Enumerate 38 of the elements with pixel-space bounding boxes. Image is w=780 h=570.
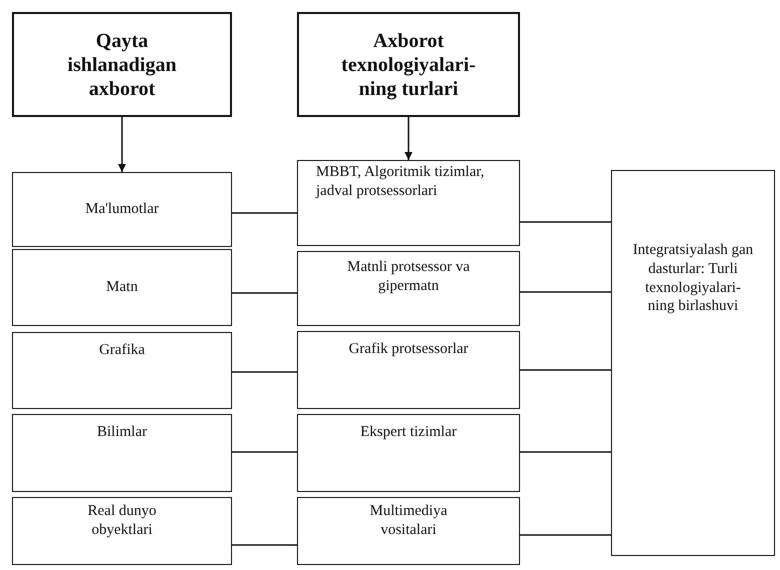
header-text: Axborot texnologiyalari- ning turlari [340, 28, 477, 100]
box-label: Grafik protsessorlar [348, 340, 470, 359]
connector-line [232, 544, 297, 546]
header-box [12, 12, 232, 117]
connector-line [520, 369, 611, 371]
box-label: Matn [105, 278, 139, 297]
header-text: Qayta ishlanadigan axborot [66, 28, 178, 100]
box-label: Ma'lumotlar [84, 200, 160, 219]
category-box [297, 160, 520, 246]
category-box [12, 497, 232, 565]
category-box [12, 332, 232, 409]
connector-line [232, 451, 297, 453]
arrow [118, 117, 126, 172]
connector-line [232, 292, 297, 294]
category-box [297, 331, 520, 409]
box-label: MBBT, Algoritmik tizimlar, jadval protsessorlari [316, 163, 486, 200]
category-box [12, 414, 232, 492]
box-label: Multimediya vositalari [368, 502, 448, 540]
category-box [297, 497, 520, 565]
connector-line [520, 534, 611, 536]
connector-line [520, 221, 611, 223]
category-box [12, 172, 232, 247]
box-label: Matnli protsessor va gipermatn [346, 258, 471, 296]
connector-line [232, 212, 297, 214]
connector-line [520, 291, 611, 293]
category-box [611, 170, 775, 556]
category-box [297, 251, 520, 326]
connector-line [520, 451, 611, 453]
arrow [404, 117, 412, 160]
category-box [12, 249, 232, 326]
box-label: Ekspert tizimlar [359, 423, 458, 442]
box-label: Grafika [98, 341, 146, 360]
header-box [297, 12, 520, 117]
box-label: Real dunyo obyektlari [86, 502, 158, 540]
connector-line [232, 371, 297, 373]
box-label: Integratsiyalash gan dasturlar: Turli texnologiyalari- ning birlashuvi [632, 241, 754, 316]
category-box [297, 414, 520, 492]
box-label: Bilimlar [96, 423, 148, 442]
